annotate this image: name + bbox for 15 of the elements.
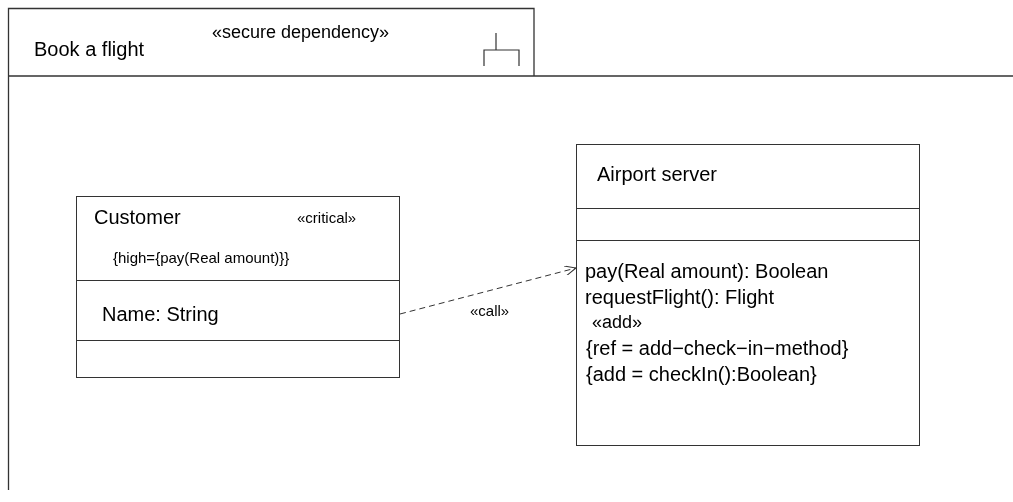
package-name: Book a flight [34,38,145,61]
operation-text: requestFlight(): Flight [585,286,774,309]
class-name: Airport server [597,163,718,186]
class-box [576,144,920,446]
attribute-text: Name: String [102,303,219,326]
stereotype-label: «secure dependency» [212,22,390,43]
class-name: Customer [94,206,181,229]
dashed-arrow [399,265,577,315]
constraint-label: {high={pay(Real amount)}} [113,249,290,267]
constraint-label: {ref = add−check−in−method} [586,337,849,360]
stereotype-label: «add» [592,312,643,333]
operation-text: pay(Real amount): Boolean [585,260,829,283]
class-box [76,196,400,378]
stereotype-label: «critical» [297,209,357,227]
constraint-label: {add = checkIn():Boolean} [586,363,817,386]
